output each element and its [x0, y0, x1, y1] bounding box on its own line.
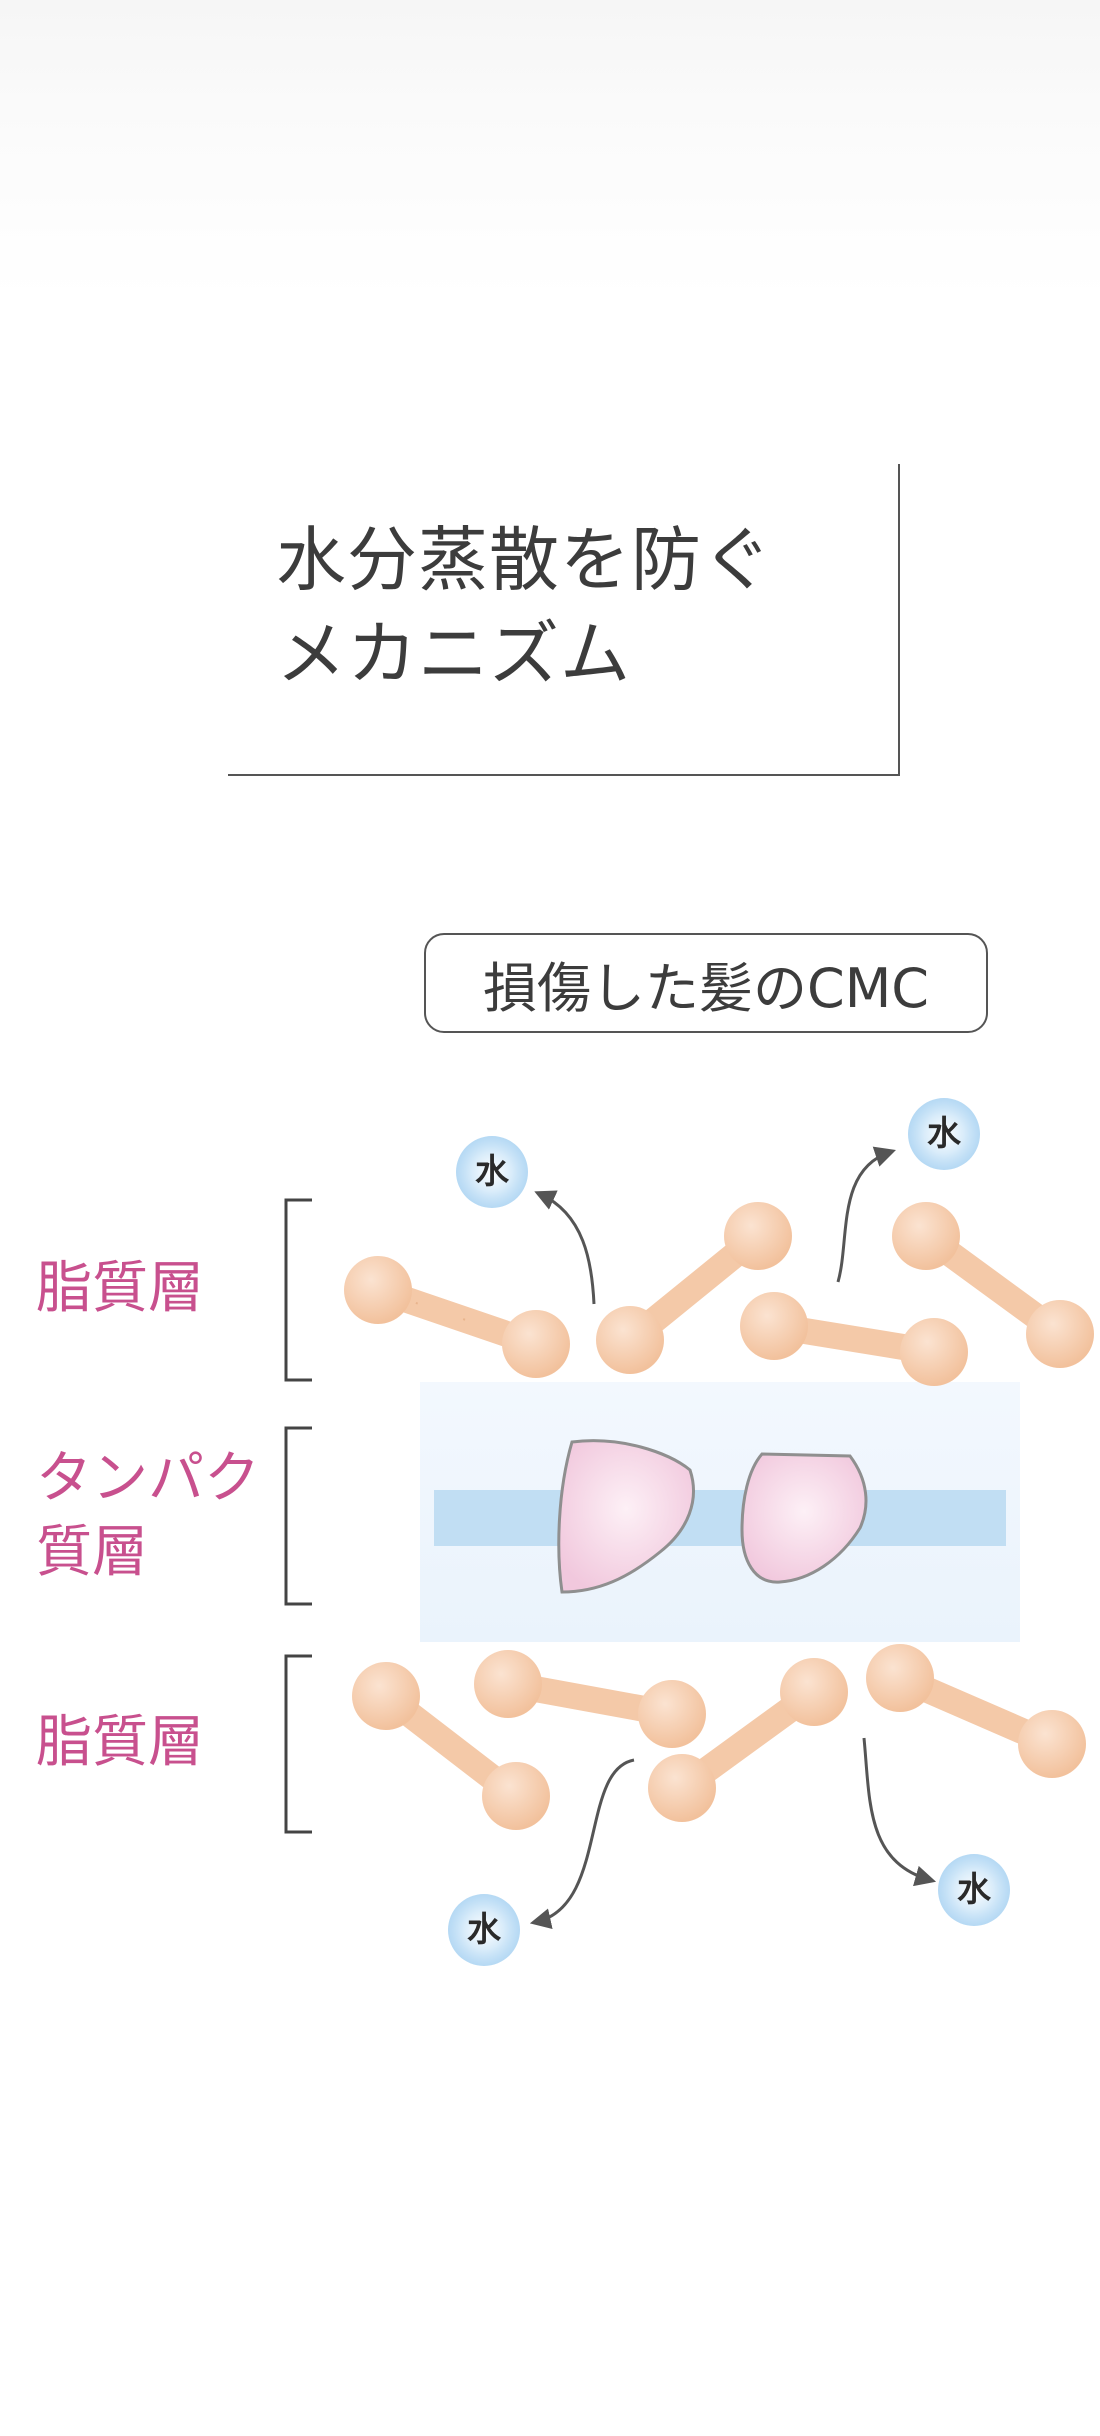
- lipid-molecule-top-4: [892, 1202, 1094, 1368]
- water-droplet-3: [448, 1894, 520, 1966]
- bracket-lipid-bottom: [284, 1654, 312, 1834]
- top-faded-area: [0, 0, 1100, 300]
- lipid-molecule-bottom-2: [474, 1650, 706, 1748]
- title-frame: 水分蒸散を防ぐ メカニズム: [228, 464, 900, 776]
- lipid-molecule-bottom-3: [648, 1658, 848, 1822]
- page-title-line-1: 水分蒸散を防ぐ: [276, 519, 773, 601]
- bracket-lipid-top: [284, 1198, 312, 1382]
- protein-molecule-2: [740, 1452, 868, 1584]
- protein-layer-label-line-1: タンパク: [36, 1446, 260, 1511]
- page-title-line-2: メカニズム: [276, 613, 631, 695]
- water-label-4: 水: [957, 1870, 991, 1910]
- lipid-molecule-bottom-4: [866, 1644, 1086, 1778]
- water-label-3: 水: [467, 1910, 501, 1950]
- protein-molecule-1: [557, 1439, 695, 1594]
- water-arrow-bottom-right: [862, 1737, 937, 1887]
- bracket-protein: [284, 1426, 312, 1606]
- water-label-2: 水: [927, 1114, 961, 1154]
- lipid-molecule-top-1: [344, 1256, 570, 1378]
- water-label-1: 水: [475, 1152, 509, 1192]
- lipid-molecule-top-3: [740, 1292, 968, 1386]
- water-arrow-top-left: [534, 1190, 596, 1305]
- protein-layer-band: [434, 1490, 1006, 1546]
- lipid-layer-top-label: 脂質層: [36, 1256, 204, 1321]
- water-droplet-1: [456, 1136, 528, 1208]
- lipid-layer-bottom-label: 脂質層: [36, 1710, 204, 1775]
- lipid-molecule-bottom-1: [352, 1662, 550, 1830]
- protein-layer-label-line-2: 質層: [36, 1520, 148, 1585]
- water-droplet-4: [938, 1854, 1010, 1926]
- water-arrow-top-right: [836, 1146, 896, 1283]
- lipid-molecule-top-2: [596, 1202, 792, 1374]
- water-arrow-bottom-left: [529, 1758, 635, 1930]
- damaged-hair-cmc-label: 損傷した髪のCMC: [424, 933, 988, 1033]
- water-droplet-2: [908, 1098, 980, 1170]
